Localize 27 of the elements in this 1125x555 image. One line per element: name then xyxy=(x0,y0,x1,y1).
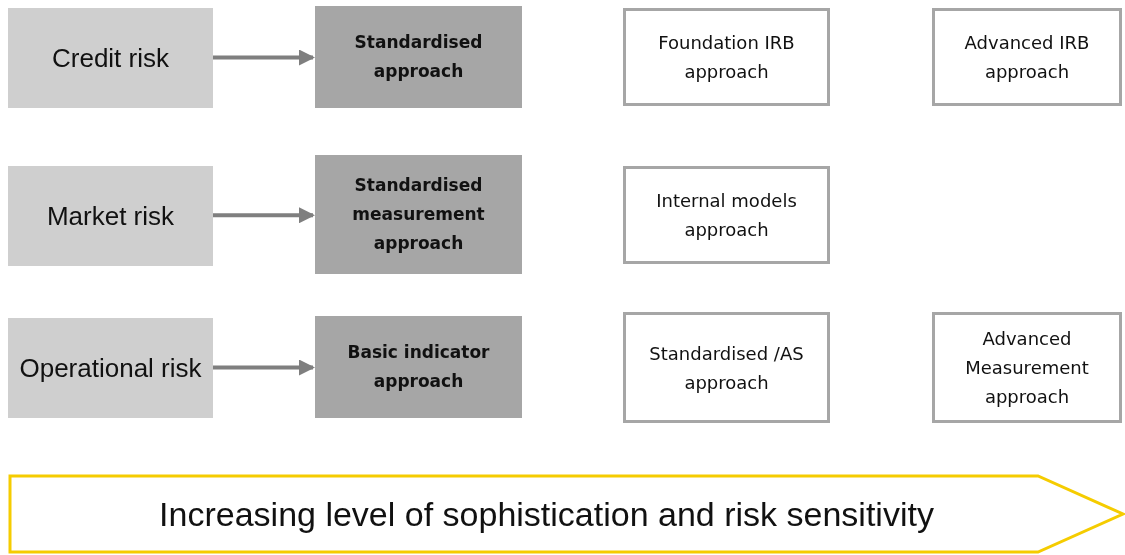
node-label: Advanced Measurement approach xyxy=(964,327,1090,409)
risk-category-box xyxy=(8,166,213,266)
node-label: Standardised /AS approach xyxy=(648,341,805,395)
node-label: Standardised measurement approach xyxy=(351,174,486,255)
arrow xyxy=(213,207,315,224)
node-label: Internal models approach xyxy=(655,189,798,242)
node-label: Operational risk xyxy=(19,352,202,385)
node-label: Credit risk xyxy=(52,42,169,75)
risk-category-box xyxy=(8,318,213,418)
arrow xyxy=(213,49,315,66)
node-label: Basic indicator approach xyxy=(346,341,491,393)
approach-box xyxy=(623,166,830,264)
node-label: Market risk xyxy=(46,200,175,233)
approach-box xyxy=(315,316,522,418)
approach-box xyxy=(932,312,1122,423)
approach-box xyxy=(623,312,830,423)
node-label: Advanced IRB approach xyxy=(963,31,1091,84)
approach-box xyxy=(623,8,830,106)
node-label: Foundation IRB approach xyxy=(657,31,796,84)
approach-box xyxy=(315,155,522,274)
risk-category-box xyxy=(8,8,213,108)
approach-box xyxy=(932,8,1122,106)
node-label: Standardised approach xyxy=(353,31,484,83)
progression-arrow xyxy=(8,474,1125,554)
approach-box xyxy=(315,6,522,108)
arrow xyxy=(213,359,315,376)
arrow-label: Increasing level of sophistication and risk sensitivity xyxy=(159,494,934,534)
